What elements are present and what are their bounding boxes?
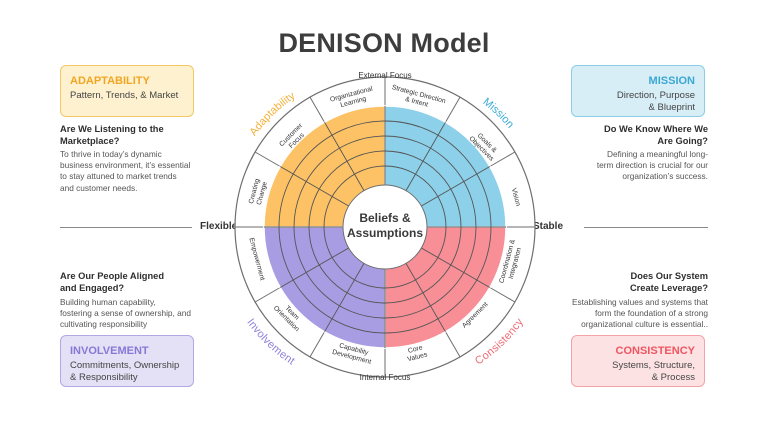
svg-text:Core: Core [407, 344, 423, 355]
page-title: DENISON Model [278, 28, 490, 58]
mission-card-title: MISSION [648, 75, 695, 87]
stable-axis-line [584, 227, 708, 228]
consistency-card-subtitle: Systems, Structure,& Process [612, 360, 695, 383]
stable-label: Stable [533, 221, 564, 232]
involvement-description: Building human capability,fostering a se… [60, 297, 191, 330]
consistency-quadrant [384, 226, 507, 349]
involvement-quadrant [263, 226, 386, 349]
flexible-label: Flexible [200, 221, 238, 232]
involvement-card: INVOLVEMENT Commitments, Ownership& Resp… [60, 335, 194, 387]
segment-vision: Vision [510, 187, 522, 207]
involvement-card-title: INVOLVEMENT [70, 345, 149, 357]
center-label-line1: Beliefs & [359, 211, 411, 225]
center-label-line2: Assumptions [347, 226, 423, 240]
adaptability-quadrant [263, 105, 386, 228]
center-circle [342, 184, 428, 270]
internal-focus-label: Internal Focus [360, 373, 411, 382]
consistency-card: CONSISTENCY Systems, Structure,& Process [571, 335, 705, 387]
flexible-axis-line [60, 227, 192, 228]
adaptability-card-title: ADAPTABILITY [70, 75, 150, 87]
outer-ring-dividers [235, 77, 535, 377]
external-focus-label: External Focus [358, 71, 411, 80]
mission-description: Defining a meaningful long-term directio… [596, 149, 708, 182]
adaptability-card-subtitle: Pattern, Trends, & Market [70, 90, 179, 101]
mission-quadrant [384, 105, 507, 228]
svg-text:Vision: Vision [510, 187, 522, 207]
mission-card-subtitle: Direction, Purpose& Blueprint [616, 90, 695, 113]
involvement-card-subtitle: Commitments, Ownership& Responsibility [70, 360, 180, 383]
adaptability-card: ADAPTABILITY Pattern, Trends, & Market [60, 65, 194, 117]
consistency-card-title: CONSISTENCY [615, 345, 695, 357]
mission-card: MISSION Direction, Purpose& Blueprint [571, 65, 705, 117]
